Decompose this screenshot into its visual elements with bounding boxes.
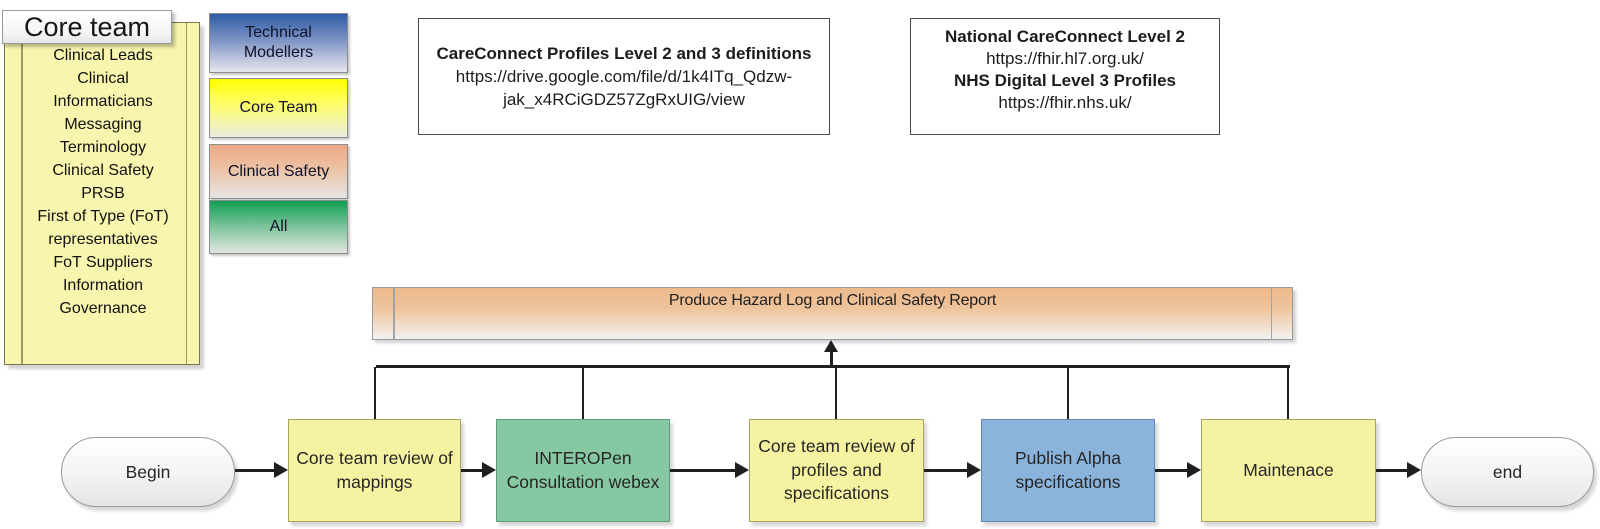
arrowhead-right-icon	[967, 462, 981, 478]
connector-step2-to-step3	[670, 468, 735, 472]
arrowhead-right-icon	[274, 462, 288, 478]
legend-clinical-safety: Clinical Safety	[209, 144, 348, 199]
reference-title: NHS Digital Level 3 Profiles	[953, 71, 1176, 90]
legend-technical-modellers: Technical Modellers	[209, 13, 348, 73]
flow-begin-label: Begin	[125, 461, 171, 482]
panel-left-rule	[21, 23, 23, 364]
flow-step-publish-alpha: Publish Alpha specifications	[981, 419, 1155, 522]
hazard-log-band: Produce Hazard Log and Clinical Safety R…	[372, 287, 1293, 340]
connector-step4-to-step5	[1155, 468, 1187, 472]
core-team-member: Clinical Leads	[53, 47, 153, 64]
flow-step-label: Core team review of profiles and specifi…	[758, 436, 915, 504]
arrowhead-up-icon	[824, 340, 838, 352]
reference-url: https://fhir.nhs.uk/	[998, 93, 1132, 112]
arrowhead-right-icon	[1407, 462, 1421, 478]
flow-step-review-profiles: Core team review of profiles and specifi…	[749, 419, 924, 522]
core-team-member: FoT Suppliers	[53, 254, 153, 271]
panel-right-rule	[185, 23, 187, 364]
reference-url: https://drive.google.com/file/d/1k4ITq_Q…	[455, 67, 793, 109]
legend-core-team: Core Team	[209, 78, 348, 138]
flow-step-label: INTEROPen Consultation webex	[506, 447, 660, 492]
connector-drop-step3	[835, 367, 837, 420]
connector-drop-step1	[374, 367, 376, 420]
flow-step-label: Maintenace	[1243, 459, 1334, 480]
flow-end-label: end	[1492, 461, 1523, 482]
core-team-member: PRSB	[81, 185, 125, 202]
reference-url: https://fhir.hl7.org.uk/	[986, 49, 1144, 68]
core-team-member: Terminology	[59, 139, 147, 156]
legend-label: Technical Modellers	[243, 24, 314, 61]
band-left-rule	[393, 288, 395, 339]
flow-step-maintenance: Maintenace	[1201, 419, 1376, 522]
arrowhead-right-icon	[1187, 462, 1201, 478]
connector-drop-step2	[582, 367, 584, 420]
flow-begin-terminator: Begin	[61, 437, 235, 507]
legend-label: All	[269, 218, 288, 235]
flow-step-interopen-webex: INTEROPen Consultation webex	[496, 419, 670, 522]
reference-title: National CareConnect Level 2	[945, 27, 1185, 46]
reference-box-national-careconnect: National CareConnect Level 2 https://fhi…	[910, 18, 1220, 135]
connector-drop-step5	[1287, 367, 1289, 420]
core-team-member: Messaging	[64, 116, 142, 133]
core-team-member: Clinical Safety	[52, 162, 154, 179]
band-right-rule	[1270, 288, 1272, 339]
legend-label: Clinical Safety	[227, 162, 330, 180]
legend-label: Core Team	[239, 99, 318, 116]
flow-end-terminator: end	[1421, 437, 1594, 507]
connector-step1-to-step2	[461, 468, 482, 472]
hazard-log-label: Produce Hazard Log and Clinical Safety R…	[668, 292, 997, 309]
core-team-member: First of Type (FoT) representatives	[37, 208, 169, 248]
connector-up-to-hazard	[830, 351, 833, 367]
flow-step-label: Publish Alpha specifications	[1014, 447, 1122, 492]
connector-begin-to-step1	[235, 468, 274, 472]
connector-step3-to-step4	[924, 468, 967, 472]
flow-step-label: Core team review of mappings	[296, 447, 453, 492]
reference-title: CareConnect Profiles Level 2 and 3 defin…	[436, 44, 812, 63]
core-team-panel: Clinical Leads Clinical Informaticians M…	[4, 22, 200, 365]
connector-drop-step4	[1067, 367, 1069, 420]
legend-all: All	[209, 200, 348, 254]
connector-step5-to-end	[1376, 468, 1407, 472]
core-team-member: Clinical Informaticians	[53, 70, 153, 110]
reference-box-careconnect-definitions: CareConnect Profiles Level 2 and 3 defin…	[418, 18, 830, 135]
core-team-member: Information Governance	[59, 277, 147, 317]
core-team-member-list: Clinical Leads Clinical Informaticians M…	[28, 44, 178, 320]
connector-horizontal-rail	[376, 365, 1290, 368]
arrowhead-right-icon	[482, 462, 496, 478]
flow-step-review-mappings: Core team review of mappings	[288, 419, 461, 522]
arrowhead-right-icon	[735, 462, 749, 478]
core-team-title: Core team	[2, 10, 172, 44]
